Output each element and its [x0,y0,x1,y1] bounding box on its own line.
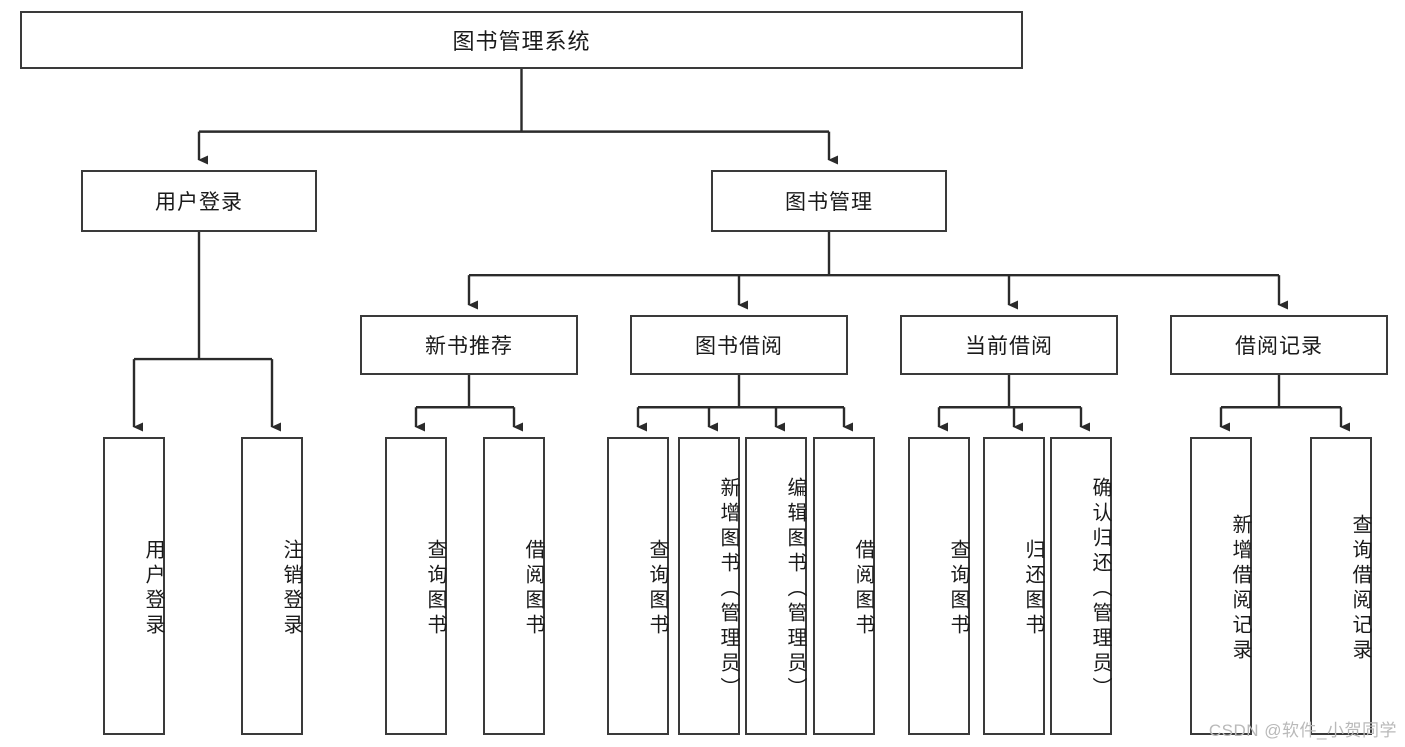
node-leaf-query-book-rec[interactable]: 查询图书 [385,437,447,735]
node-leaf-add-book-admin[interactable]: 新增图书（管理员） [678,437,740,735]
node-leaf-query-book-borrow[interactable]: 查询图书 [607,437,669,735]
node-book-management[interactable]: 图书管理 [711,170,947,232]
node-user-login[interactable]: 用户登录 [81,170,317,232]
node-leaf-add-borrow-record[interactable]: 新增借阅记录 [1190,437,1252,735]
node-label: 图书管理 [785,191,873,214]
node-label: 编辑图书（管理员） [784,476,806,702]
node-label: 查询借阅记录 [1349,514,1371,664]
node-leaf-edit-book-admin[interactable]: 编辑图书（管理员） [745,437,807,735]
node-leaf-borrow-book-borrow[interactable]: 借阅图书 [813,437,875,735]
node-book-borrowing[interactable]: 图书借阅 [630,315,848,375]
node-borrowing-record[interactable]: 借阅记录 [1170,315,1388,375]
node-label: 查询图书 [424,539,446,639]
node-label: 确认归还（管理员） [1089,476,1111,702]
node-leaf-return-book[interactable]: 归还图书 [983,437,1045,735]
node-leaf-query-borrow-record[interactable]: 查询借阅记录 [1310,437,1372,735]
node-leaf-confirm-return-admin[interactable]: 确认归还（管理员） [1050,437,1112,735]
node-label: 归还图书 [1022,539,1044,639]
node-leaf-query-book-current[interactable]: 查询图书 [908,437,970,735]
node-label: 借阅图书 [852,539,874,639]
node-leaf-logout[interactable]: 注销登录 [241,437,303,735]
node-label: 新增借阅记录 [1229,514,1251,664]
node-label: 借阅记录 [1235,335,1323,358]
node-label: 用户登录 [142,539,164,639]
csdn-watermark: CSDN @软件_小贺同学 [1208,721,1397,740]
node-label: 新增图书（管理员） [717,476,739,702]
node-label: 当前借阅 [965,335,1053,358]
node-label: 图书借阅 [695,335,783,358]
node-label: 图书管理系统 [452,29,591,54]
node-leaf-user-login[interactable]: 用户登录 [103,437,165,735]
node-label: 查询图书 [947,539,969,639]
node-root-book-management-system[interactable]: 图书管理系统 [20,11,1023,69]
node-current-borrowing[interactable]: 当前借阅 [900,315,1118,375]
node-label: 新书推荐 [425,335,513,358]
node-label: 查询图书 [646,539,668,639]
node-label: 注销登录 [280,539,302,639]
node-label: 借阅图书 [522,539,544,639]
node-leaf-borrow-book-rec[interactable]: 借阅图书 [483,437,545,735]
node-new-book-recommendation[interactable]: 新书推荐 [360,315,578,375]
node-label: 用户登录 [155,191,243,214]
